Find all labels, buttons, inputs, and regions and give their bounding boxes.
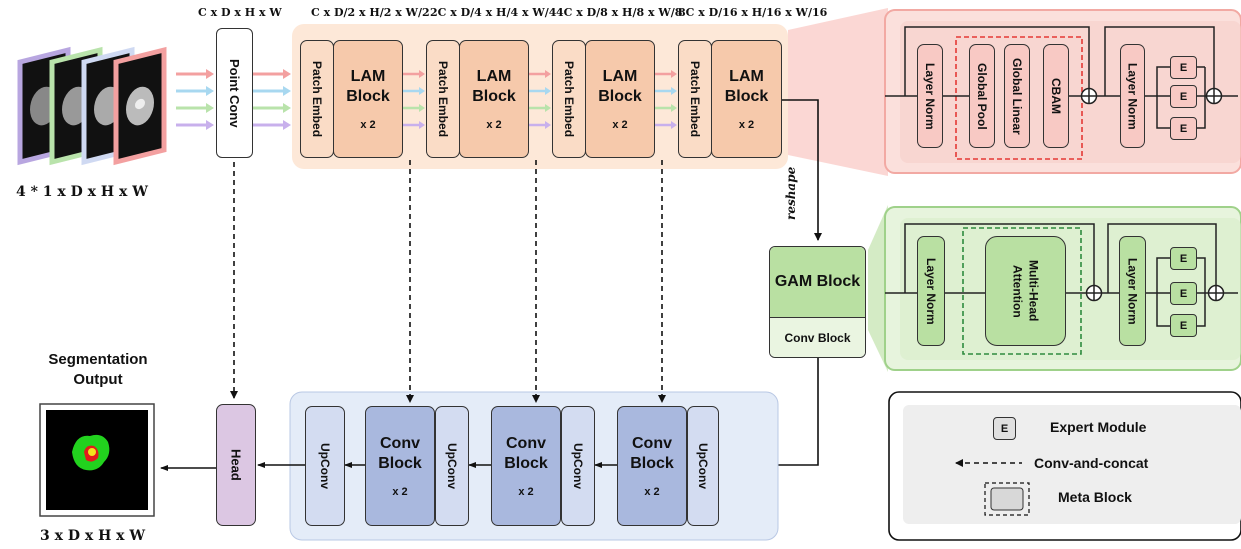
lam-detail-norm1: Layer Norm [917, 44, 943, 148]
patch-embed-3: Patch Embed [552, 40, 586, 158]
gam-detail-wiring [885, 223, 1238, 327]
stage-2-dims: 2C x D/4 x H/4 x W/4 [430, 6, 557, 19]
lam-block-1: LAM Block x 2 [333, 40, 403, 158]
lam-detail-global-linear: Global Linear [1004, 44, 1030, 148]
point-conv-block: Point Conv [216, 28, 253, 158]
legend-expert-label: Expert Module [1050, 419, 1147, 435]
point-conv-label: Point Conv [227, 58, 242, 128]
pointconv-arrows [253, 69, 291, 130]
lam-block-2: LAM Block x 2 [459, 40, 529, 158]
lam-detail-cbam: CBAM [1043, 44, 1069, 148]
lam-detail-wiring [885, 26, 1238, 129]
pointconv-dims-label: C x D x H x W [198, 6, 282, 19]
segmentation-output-image [39, 403, 155, 517]
gam-expert-1: E [1170, 247, 1197, 270]
lam-detail-global-pool: Global Pool [969, 44, 995, 148]
reshape-label: reshape [784, 166, 798, 220]
gam-meta-block [962, 227, 1082, 355]
decoder-upconv-1: UpConv [435, 406, 469, 526]
gam-zoom-projection [868, 205, 888, 372]
decoder-upconv-3: UpConv [687, 406, 719, 526]
legend-expert-icon: E [993, 417, 1016, 440]
patch-embed-2: Patch Embed [426, 40, 460, 158]
gam-detail-mha: Multi-Head Attention [985, 236, 1066, 346]
lam-expert-1: E [1170, 56, 1197, 79]
stage-4-dims: 8C x D/16 x H/16 x W/16 [678, 6, 828, 19]
stage-3-dims: 4C x D/8 x H/8 x W/8 [556, 6, 683, 19]
head-block: Head [216, 404, 256, 526]
lam-block-4: LAM Block x 2 [711, 40, 782, 158]
decoder-upconv-0: UpConv [305, 406, 345, 526]
lam-expert-3: E [1170, 117, 1197, 140]
lam-block-3: LAM Block x 2 [585, 40, 655, 158]
legend-meta-block-label: Meta Block [1058, 489, 1132, 505]
gam-block-label: GAM Block [770, 247, 865, 318]
gam-expert-2: E [1170, 282, 1197, 305]
gam-detail-norm2: Layer Norm [1119, 236, 1146, 346]
skip-connections [230, 160, 666, 403]
lam-zoom-projection [788, 8, 888, 176]
decoder-conv-block-1: Conv Block x 2 [365, 406, 435, 526]
lam-expert-2: E [1170, 85, 1197, 108]
segmentation-output-title: Segmentation Output [48, 351, 148, 388]
encoder-panel [292, 24, 788, 169]
decoder-conv-block-2: Conv Block x 2 [491, 406, 561, 526]
input-mri-stack [17, 46, 167, 166]
legend-conv-concat-label: Conv-and-concat [1034, 455, 1149, 471]
gam-block: GAM Block Conv Block [769, 246, 866, 358]
input-dims-label: 4 * 1 x D x H x W [16, 184, 148, 200]
gam-detail-norm1: Layer Norm [917, 236, 945, 346]
gam-expert-3: E [1170, 314, 1197, 337]
decoder-arrows [160, 462, 617, 471]
output-dims-label: 3 x D x H x W [40, 528, 146, 544]
decoder-upconv-2: UpConv [561, 406, 595, 526]
patch-embed-1: Patch Embed [300, 40, 334, 158]
decoder-conv-block-3: Conv Block x 2 [617, 406, 687, 526]
input-arrows [176, 69, 214, 130]
gam-conv-block-label: Conv Block [770, 318, 865, 357]
lam-detail-norm2: Layer Norm [1120, 44, 1145, 148]
stage-arrows [403, 70, 677, 129]
patch-embed-4: Patch Embed [678, 40, 712, 158]
stage-1-dims: C x D/2 x H/2 x W/2 [311, 6, 430, 19]
